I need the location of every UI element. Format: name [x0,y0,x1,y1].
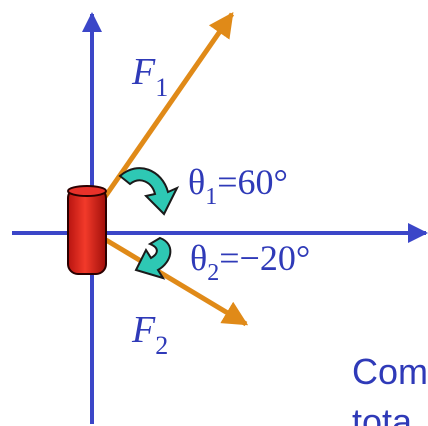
force2-subscript: 2 [155,331,168,360]
angle2-label: θ2=−20° [190,238,310,286]
force2-label: F2 [131,309,168,360]
angle1-symbol: θ [188,162,205,202]
force1-letter: F [131,51,156,93]
angle2-subscript: 2 [207,260,219,286]
force2-letter: F [131,309,156,351]
clipped-text-line2: tota [352,401,413,426]
force2-arrow [104,237,249,327]
puck [67,185,107,275]
angle1-subscript: 1 [205,184,217,210]
force1-arrow [97,11,235,206]
angle1-value: =60° [217,162,288,202]
force1-subscript: 1 [155,73,168,102]
angle1-arc-icon [118,167,180,216]
angle2-arc-icon [134,236,172,280]
angle2-value: =−20° [219,238,310,278]
force1-label: F1 [131,51,168,102]
clipped-text-line1: Com [352,351,428,392]
angle1-label: θ1=60° [188,162,288,210]
angle2-symbol: θ [190,238,207,278]
